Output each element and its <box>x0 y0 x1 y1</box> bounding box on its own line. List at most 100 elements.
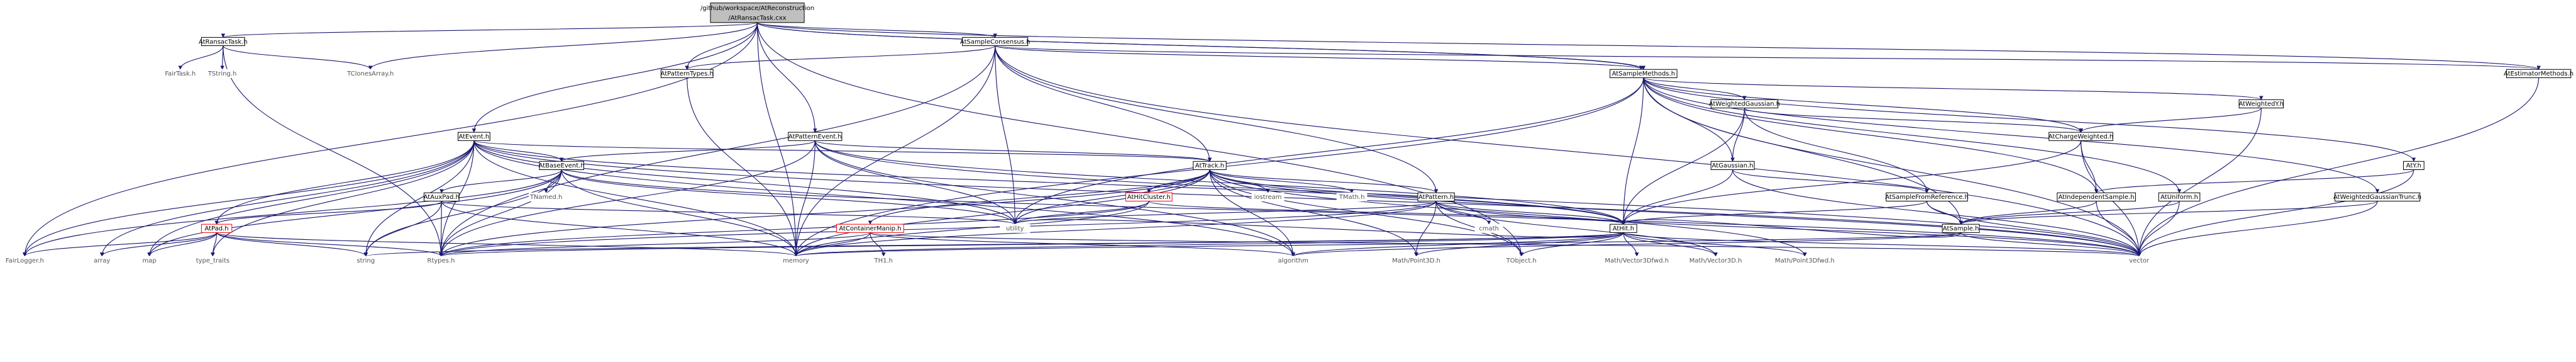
node-box-root <box>710 3 805 23</box>
edge-AtTrack-to-vector <box>1209 169 2142 257</box>
node-MathVector3D: Math/Vector3D.h <box>1687 256 1745 265</box>
edge-AtSampleConsensus-to-AtPattern <box>995 45 1439 193</box>
node-box-AtGaussian <box>1710 161 1755 171</box>
edge-AtAuxPad-to-memory <box>441 201 799 257</box>
node-AtWeightedGaussianTrunc[interactable]: AtWeightedGaussianTrunc.h <box>2333 192 2421 201</box>
node-label-AtGaussian: AtGaussian.h <box>1712 162 1754 169</box>
node-label-cmath: cmath <box>1479 225 1499 232</box>
node-label-MathVector3D: Math/Vector3D.h <box>1689 257 1742 264</box>
node-AtSampleFromReference[interactable]: AtSampleFromReference.h <box>1885 192 1969 201</box>
edge-AtTrack-to-AtPattern <box>1209 169 1439 193</box>
node-label-AtSample: AtSample.h <box>1943 225 1979 232</box>
node-label-AtSampleConsensus: AtSampleConsensus.h <box>960 38 1031 45</box>
node-AtGaussian[interactable]: AtGaussian.h <box>1710 161 1755 171</box>
edge-AtPatternTypes-to-memory <box>687 77 799 257</box>
edge-AtPad-to-type_traits <box>211 232 218 257</box>
node-box-AtEvent <box>457 132 490 141</box>
edge-AtBaseEvent-to-vector <box>561 169 2142 257</box>
node-label-AtIndependentSample: AtIndependentSample.h <box>2059 194 2135 201</box>
node-box-AtPad <box>201 223 233 233</box>
node-FairLogger: FairLogger.h <box>4 256 45 265</box>
node-label-TClonesArray: TClonesArray.h <box>346 71 394 77</box>
node-AtChargeWeighted[interactable]: AtChargeWeighted.h <box>2048 132 2113 141</box>
node-AtWeightedY[interactable]: AtWeightedY.h <box>2238 99 2284 109</box>
node-AtHit[interactable]: AtHit.h <box>1610 223 1637 233</box>
edge-AtPad-to-memory <box>216 232 798 257</box>
node-box-MathPoint3Dfwd <box>1772 256 1838 265</box>
node-AtY[interactable]: AtY.h <box>2403 161 2424 171</box>
node-box-memory <box>779 256 813 265</box>
node-MathPoint3Dfwd: Math/Point3Dfwd.h <box>1772 256 1838 265</box>
node-box-TClonesArray <box>348 69 393 78</box>
node-box-AtPatternEvent <box>788 132 843 141</box>
edge-AtWeightedY-to-AtChargeWeighted <box>2079 108 2262 133</box>
edge-AtPatternEvent-to-AtBaseEvent <box>559 140 815 162</box>
node-label-AtPatternEvent: AtPatternEvent.h <box>788 133 842 140</box>
edge-AtPad-to-FairLogger <box>23 232 218 257</box>
node-AtSample[interactable]: AtSample.h <box>1942 223 1980 233</box>
edge-AtY-to-vector <box>2137 169 2414 257</box>
node-AtBaseEvent[interactable]: AtBaseEvent.h <box>539 161 585 171</box>
edge-AtEvent-to-array <box>99 140 475 257</box>
edge-AtTrack-to-AtContainerManip <box>868 169 1210 225</box>
node-AtRansacTask[interactable]: AtRansacTask.h <box>199 37 248 47</box>
node-AtWeightedGaussian[interactable]: AtWeightedGaussian.h <box>1709 99 1780 109</box>
edge-AtRansacTask-to-FairTask <box>178 45 224 70</box>
edge-AtEvent-to-memory <box>473 140 799 257</box>
node-AtSampleMethods[interactable]: AtSampleMethods.h <box>1610 69 1678 78</box>
node-box-AtWeightedY <box>2238 99 2284 109</box>
node-AtTrack[interactable]: AtTrack.h <box>1193 161 1227 171</box>
edge-AtSampleFromReference-to-vector <box>1926 201 2142 257</box>
edge-AtEvent-to-map <box>147 140 475 257</box>
edge-AtIndependentSample-to-AtSample <box>1959 201 2097 225</box>
node-AtPattern[interactable]: AtPattern.h <box>1417 192 1455 201</box>
edge-AtContainerManip-to-Rtypes <box>439 232 871 257</box>
node-AtIndependentSample[interactable]: AtIndependentSample.h <box>2057 192 2136 201</box>
node-AtHitCluster[interactable]: AtHitCluster.h <box>1125 192 1173 201</box>
edge-AtHit-to-MathPoint3Dfwd <box>1623 232 1807 257</box>
node-AtContainerManip[interactable]: AtContainerManip.h <box>836 223 904 233</box>
edge-AtWeightedGaussianTrunc-to-AtSample <box>1959 200 2378 225</box>
node-box-AtSampleConsensus <box>962 37 1029 47</box>
node-AtAuxPad[interactable]: AtAuxPad.h <box>424 192 460 201</box>
node-label-TObject: TObject.h <box>1506 257 1537 264</box>
edge-AtWeightedGaussian-to-AtSampleFromReference <box>1744 108 1929 193</box>
edge-AtUniform-to-vector <box>2137 201 2180 257</box>
edge-AtSampleMethods-to-AtUniform <box>1643 77 2182 193</box>
edge-AtPattern-to-AtHit <box>1435 200 1626 225</box>
node-AtPatternEvent[interactable]: AtPatternEvent.h <box>788 132 843 141</box>
node-label-AtPatternTypes: AtPatternTypes.h <box>661 71 714 77</box>
node-AtPatternTypes[interactable]: AtPatternTypes.h <box>661 69 714 78</box>
node-AtEvent[interactable]: AtEvent.h <box>457 132 490 141</box>
edge-AtHit-to-TObject <box>1519 232 1624 257</box>
node-box-string <box>351 256 380 265</box>
node-AtEstimatorMethods[interactable]: AtEstimatorMethods.h <box>2504 69 2573 78</box>
node-TObject: TObject.h <box>1503 256 1540 265</box>
edge-AtHitCluster-to-Rtypes <box>439 201 1149 257</box>
edge-AtHit-to-algorithm <box>1291 232 1624 257</box>
node-label-TMath: TMath.h <box>1339 194 1365 201</box>
edge-AtSampleMethods-to-AtWeightedGaussian <box>1643 77 1747 100</box>
edge-AtPatternEvent-to-utility <box>814 140 1017 225</box>
node-AtUniform[interactable]: AtUniform.h <box>2158 192 2201 201</box>
edge-AtHitCluster-to-utility <box>1012 201 1149 225</box>
edge-AtContainerManip-to-memory <box>793 232 871 257</box>
edge-AtIndependentSample-to-vector <box>2096 201 2142 257</box>
edge-AtSampleMethods-to-AtY <box>1643 77 2416 162</box>
edge-AtWeightedGaussian-to-AtGaussian <box>1730 108 1745 162</box>
node-box-AtWeightedGaussian <box>1710 99 1779 109</box>
edge-AtSampleMethods-to-AtSample <box>1643 77 1963 225</box>
node-label-vector: vector <box>2129 257 2150 264</box>
node-label-string: string <box>357 257 375 264</box>
node-label-map: map <box>143 257 157 264</box>
edge-AtTrack-to-MathPoint3D <box>1209 169 1418 257</box>
node-root[interactable]: /github/workspace/AtReconstruction/AtRan… <box>700 3 814 23</box>
node-TH1: TH1.h <box>871 256 895 265</box>
node-label-AtHitCluster: AtHitCluster.h <box>1127 194 1171 201</box>
node-label-TString: TString.h <box>207 71 236 77</box>
node-AtSampleConsensus[interactable]: AtSampleConsensus.h <box>960 37 1031 47</box>
node-AtPad[interactable]: AtPad.h <box>201 223 233 233</box>
node-box-MathVector3Dfwd <box>1601 256 1673 265</box>
edge-root-to-AtEstimatorMethods <box>756 22 2541 70</box>
node-label-AtBaseEvent: AtBaseEvent.h <box>539 162 585 169</box>
